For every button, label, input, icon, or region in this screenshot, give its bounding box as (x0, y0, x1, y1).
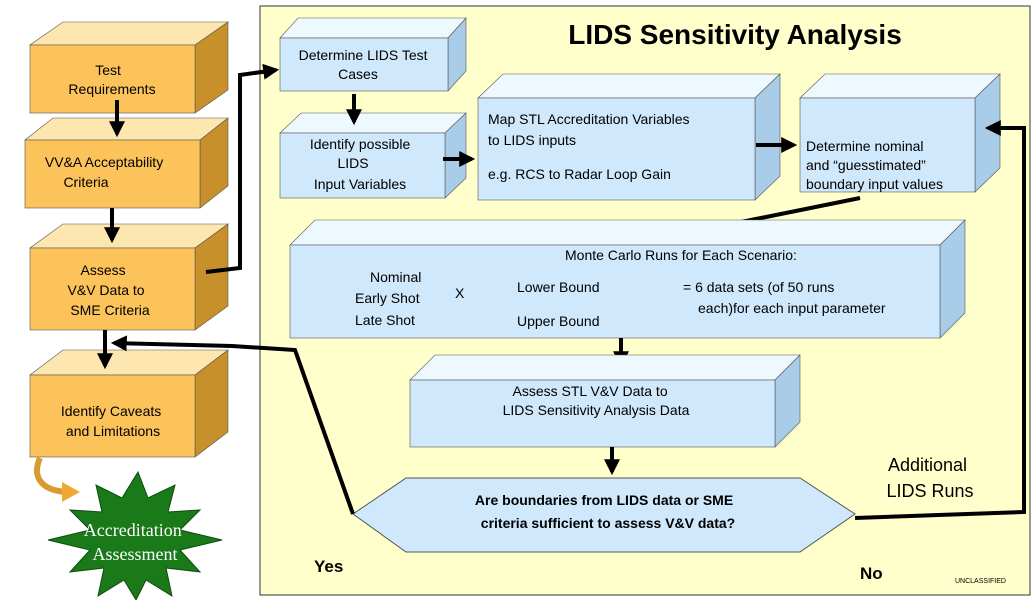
test-requirements-box: Test Requirements (29, 21, 229, 114)
determine-cases-line2: Cases (338, 66, 378, 82)
additional-runs-line2: LIDS Runs (886, 481, 973, 501)
svg-text:Determine LIDS Test Case: Determine LIDS Test Cases (299, 47, 432, 82)
vva-criteria-line1: VV&A Acceptability (45, 154, 163, 170)
svg-text:Additional LIDS Runs: Additional LIDS Runs (886, 455, 973, 501)
svg-text:Accreditation Assessment: Accreditation Assessment (84, 520, 186, 564)
assess-stl-box: Assess STL V&V Data to LIDS Sensitivity … (409, 354, 801, 448)
yes-loop-arrow (110, 335, 355, 515)
svg-text:VV&A Acceptability Crit: VV&A Acceptability Criteria (45, 154, 167, 190)
case-early-shot: Early Shot (355, 290, 420, 306)
accreditation-line2: Assessment (93, 544, 178, 564)
map-stl-line2: to LIDS inputs (488, 132, 576, 148)
accreditation-line1: Accreditation (84, 520, 182, 540)
svg-text:Assess V&V Data to: Assess V&V Data to SME Criteria (68, 262, 150, 318)
map-stl-line1: Map STL Accreditation Variables (488, 111, 690, 127)
determine-nominal-line1: Determine nominal (806, 138, 924, 154)
svg-text:Lower Bound Upper Bound: Lower Bound Upper Bound (517, 279, 603, 329)
assess-vv-line2: V&V Data to (68, 282, 145, 298)
caveats-line1: Identify Caveats (61, 403, 161, 419)
svg-text:Identify possible LIDS: Identify possible LIDS Input Variables (310, 136, 414, 192)
accreditation-starburst: Accreditation Assessment (47, 470, 223, 600)
classification-label: UNCLASSIFIED (955, 578, 1006, 585)
monte-carlo-heading: Monte Carlo Runs for Each Scenario: (565, 247, 797, 263)
result-line2: each)for each input parameter (698, 300, 886, 316)
panel-title: LIDS Sensitivity Analysis (568, 19, 902, 50)
svg-text:Identify Caveats and Lim: Identify Caveats and Limitations (61, 403, 165, 439)
monte-carlo-box: Monte Carlo Runs for Each Scenario: Nomi… (289, 219, 966, 339)
result-line1: = 6 data sets (of 50 runs (683, 279, 834, 295)
svg-text:Nominal Early Shot: Nominal Early Shot Late Shot (355, 269, 425, 328)
case-late-shot: Late Shot (355, 312, 415, 328)
determine-nominal-line2: and “guesstimated” (806, 157, 926, 173)
svg-text:Assess STL V&V Data to L: Assess STL V&V Data to LIDS Sensitivity … (503, 383, 690, 418)
test-requirements-line2: Requirements (68, 81, 155, 97)
assess-stl-line1: Assess STL V&V Data to (513, 383, 668, 399)
assess-vv-line3: SME Criteria (70, 302, 150, 318)
bound-lower: Lower Bound (517, 279, 600, 295)
yes-label: Yes (314, 557, 343, 576)
map-stl-line3: e.g. RCS to Radar Loop Gain (488, 166, 671, 182)
assess-stl-line2: LIDS Sensitivity Analysis Data (503, 402, 690, 418)
map-stl-box: Map STL Accreditation Variables to LIDS … (477, 73, 781, 201)
arrow-assess-to-cases (205, 63, 280, 274)
determine-cases-box: Determine LIDS Test Cases (279, 17, 467, 92)
svg-text:Map STL Accreditation Variable: Map STL Accreditation Variables to LIDS … (488, 111, 693, 182)
identify-inputs-line3: Input Variables (314, 176, 406, 192)
no-label: No (860, 564, 883, 583)
svg-text:Are boundaries from LIDS data: Are boundaries from LIDS data or SME cri… (475, 492, 737, 531)
decision-line2: criteria sufficient to assess V&V data? (481, 515, 735, 531)
determine-cases-line1: Determine LIDS Test (299, 47, 428, 63)
additional-runs-line1: Additional (888, 455, 967, 475)
bound-upper: Upper Bound (517, 313, 600, 329)
assess-vv-box: Assess V&V Data to SME Criteria (29, 223, 229, 331)
determine-nominal-box: Determine nominal and “guesstimated” bou… (799, 73, 1001, 193)
vva-criteria-box: VV&A Acceptability Criteria (24, 117, 229, 209)
determine-nominal-line3: boundary input values (806, 176, 943, 192)
svg-text:Test Requirements: Test Requirements (68, 62, 155, 97)
identify-inputs-box: Identify possible LIDS Input Variables (279, 112, 467, 199)
decision-line1: Are boundaries from LIDS data or SME (475, 492, 733, 508)
caveats-box: Identify Caveats and Limitations (29, 349, 229, 458)
caveats-to-star-arrow (34, 456, 67, 495)
decision-hexagon: Are boundaries from LIDS data or SME cri… (352, 477, 856, 553)
identify-inputs-line2: LIDS (337, 155, 368, 171)
assess-vv-line1: Assess (80, 262, 125, 278)
svg-text:Determine nominal and “g: Determine nominal and “guesstimated” bou… (806, 138, 943, 192)
caveats-arrow-head (62, 482, 80, 502)
times-symbol: X (455, 285, 465, 301)
caveats-line2: and Limitations (66, 423, 160, 439)
identify-inputs-line1: Identify possible (310, 136, 411, 152)
svg-text:= 6 data sets (of 50 runs: = 6 data sets (of 50 runs each)for each … (683, 279, 886, 316)
case-nominal: Nominal (370, 269, 421, 285)
test-requirements-line1: Test (95, 62, 121, 78)
vva-criteria-line2: Criteria (63, 174, 108, 190)
no-loop-arrow (854, 120, 1026, 520)
